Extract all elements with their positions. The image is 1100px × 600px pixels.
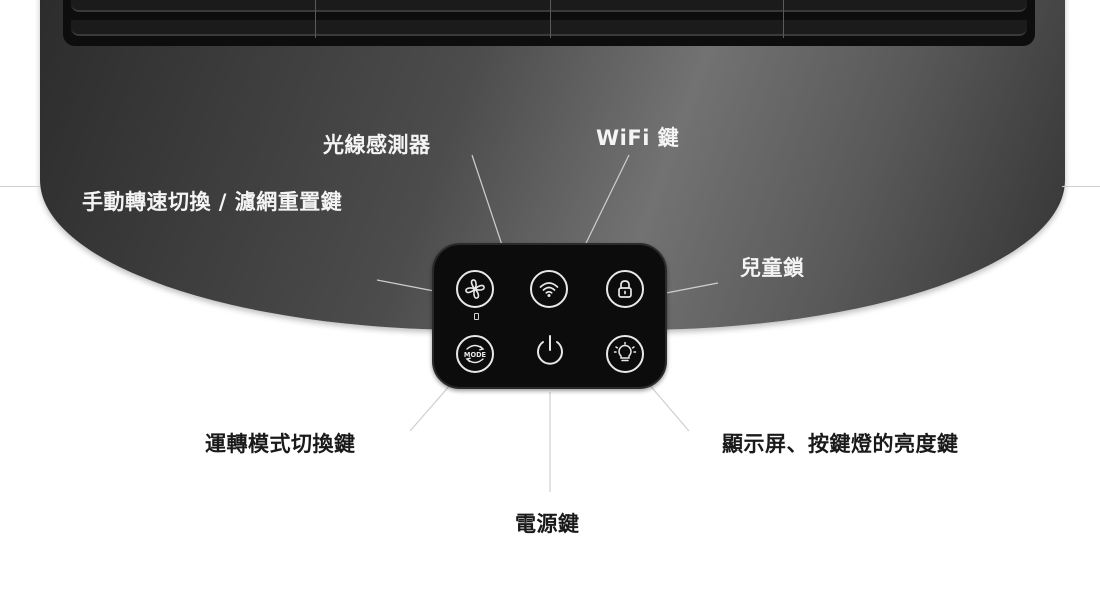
label-wifi-button: WiFi 鍵 (596, 126, 680, 150)
vent-divider (315, 0, 316, 38)
vent-slot (71, 0, 1027, 12)
mode-icon-text: MODE (464, 351, 487, 359)
edge-line-left (0, 186, 40, 187)
vent-divider (783, 0, 784, 38)
label-fan-speed-filter-reset: 手動轉速切換 / 濾網重置鍵 (82, 190, 343, 214)
leader-line-light-sensor (471, 154, 507, 258)
fan-icon (465, 279, 485, 299)
vent-slot (71, 20, 1027, 36)
label-power: 電源鍵 (515, 512, 580, 536)
mode-icon: MODE (464, 344, 487, 364)
label-light-sensor: 光線感測器 (323, 133, 431, 157)
power-button[interactable] (529, 330, 571, 372)
control-panel: MODE (432, 243, 667, 389)
child-lock-button[interactable] (606, 270, 644, 308)
wifi-button[interactable] (530, 270, 568, 308)
lightbulb-icon (613, 341, 637, 362)
mode-button[interactable]: MODE (456, 335, 494, 373)
fan-speed-button[interactable] (456, 270, 494, 308)
brightness-button[interactable] (606, 335, 644, 373)
wifi-icon (539, 282, 559, 297)
label-mode-switch: 運轉模式切換鍵 (205, 432, 356, 456)
label-child-lock: 兒童鎖 (740, 256, 805, 280)
air-outlet-grille (63, 0, 1035, 46)
edge-line-right (1062, 186, 1100, 187)
vent-divider (550, 0, 551, 38)
power-icon (537, 335, 563, 365)
filter-indicator-icon (474, 313, 479, 320)
label-display-brightness: 顯示屏、按鍵燈的亮度鍵 (722, 432, 959, 456)
lock-icon (618, 280, 632, 298)
